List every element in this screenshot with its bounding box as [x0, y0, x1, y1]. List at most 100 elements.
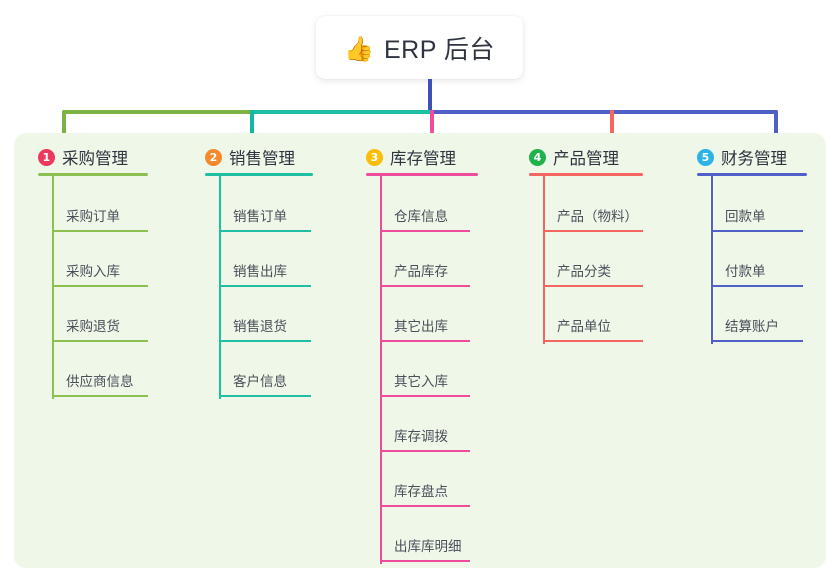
branch-spine-2 [219, 176, 221, 399]
branch-item-rule [380, 230, 470, 232]
branch-item-rule [711, 230, 803, 232]
branch-item-label: 销售订单 [233, 209, 287, 224]
bus-elbow-left [62, 110, 66, 146]
branch-item-label: 结算账户 [725, 319, 779, 334]
bus-segment-1 [62, 110, 252, 114]
branch-item-label: 采购入库 [66, 264, 120, 279]
branch-title-3: 库存管理 [390, 150, 456, 168]
branch-rule-2 [205, 173, 313, 176]
branch-item-label: 仓库信息 [394, 209, 448, 224]
branch-item[interactable]: 结算账户 [711, 308, 803, 342]
branch-rule-1 [38, 173, 148, 176]
branch-item[interactable]: 产品单位 [543, 308, 643, 342]
branch-spine-1 [52, 176, 54, 399]
branch-header-1[interactable]: 1 采购管理 [38, 145, 128, 169]
branch-item-rule [52, 395, 148, 397]
bus-segment-3 [430, 110, 778, 114]
bus-segment-2 [250, 110, 432, 114]
branch-item[interactable]: 其它出库 [380, 308, 470, 342]
branch-item-label: 销售出库 [233, 264, 287, 279]
branch-item-label: 客户信息 [233, 374, 287, 389]
branch-item[interactable]: 其它入库 [380, 363, 470, 397]
branch-item[interactable]: 供应商信息 [52, 363, 148, 397]
branch-item-label: 其它出库 [394, 319, 448, 334]
branch-item-label: 库存盘点 [394, 484, 448, 499]
branch-title-5: 财务管理 [721, 150, 787, 168]
root-stem-connector [428, 79, 432, 110]
branch-item-label: 供应商信息 [66, 374, 134, 389]
branch-item[interactable]: 回款单 [711, 198, 803, 232]
branch-item[interactable]: 库存盘点 [380, 473, 470, 507]
branch-item[interactable]: 产品分类 [543, 253, 643, 287]
branch-spine-5 [711, 176, 713, 344]
branch-title-4: 产品管理 [553, 150, 619, 168]
branch-header-2[interactable]: 2 销售管理 [205, 145, 295, 169]
branch-badge-3: 3 [366, 148, 383, 166]
branch-item-rule [543, 285, 643, 287]
branch-item[interactable]: 采购订单 [52, 198, 148, 232]
branch-drop-3 [430, 110, 434, 146]
branch-badge-1: 1 [38, 148, 55, 166]
bus-elbow-right [774, 110, 778, 146]
branch-item-label: 产品单位 [557, 319, 611, 334]
branch-item-label: 其它入库 [394, 374, 448, 389]
branch-badge-5: 5 [697, 148, 714, 166]
branch-item[interactable]: 仓库信息 [380, 198, 470, 232]
branch-item[interactable]: 客户信息 [219, 363, 311, 397]
branch-rule-5 [697, 173, 807, 176]
branch-item-rule [52, 340, 148, 342]
branch-item-rule [219, 230, 311, 232]
branch-header-5[interactable]: 5 财务管理 [697, 145, 787, 169]
branch-item-rule [380, 450, 470, 452]
branch-item-label: 销售退货 [233, 319, 287, 334]
branch-badge-2: 2 [205, 148, 222, 166]
branch-item-rule [380, 505, 470, 507]
branch-item[interactable]: 付款单 [711, 253, 803, 287]
branch-item-rule [380, 285, 470, 287]
branch-item[interactable]: 出库库明细 [380, 528, 470, 562]
branch-item-rule [711, 285, 803, 287]
branch-item[interactable]: 采购退货 [52, 308, 148, 342]
branch-header-4[interactable]: 4 产品管理 [529, 145, 619, 169]
branch-item-rule [219, 340, 311, 342]
branch-item[interactable]: 销售订单 [219, 198, 311, 232]
branch-item[interactable]: 销售退货 [219, 308, 311, 342]
branch-title-1: 采购管理 [62, 150, 128, 168]
branch-item-rule [52, 230, 148, 232]
branch-item-label: 采购退货 [66, 319, 120, 334]
branch-item-rule [219, 285, 311, 287]
branch-spine-3 [380, 176, 382, 564]
branch-item-rule [380, 560, 470, 562]
branch-badge-4: 4 [529, 148, 546, 166]
root-node[interactable]: 👍 ERP 后台 [316, 16, 523, 79]
branch-drop-4 [610, 110, 614, 146]
branch-item-label: 出库库明细 [394, 539, 462, 554]
branch-item-rule [52, 285, 148, 287]
branch-item[interactable]: 库存调拨 [380, 418, 470, 452]
branch-item[interactable]: 销售出库 [219, 253, 311, 287]
branch-header-3[interactable]: 3 库存管理 [366, 145, 456, 169]
branch-title-2: 销售管理 [229, 150, 295, 168]
branch-item-label: 回款单 [725, 209, 766, 224]
branch-item[interactable]: 产品库存 [380, 253, 470, 287]
thumbs-up-icon: 👍 [344, 34, 374, 63]
branch-connectors [0, 0, 839, 160]
branch-item-label: 产品库存 [394, 264, 448, 279]
branch-item[interactable]: 产品（物料） [543, 198, 643, 232]
branch-item-label: 产品（物料） [557, 209, 638, 224]
branch-item-rule [711, 340, 803, 342]
branches-panel [14, 133, 826, 568]
branch-item-label: 付款单 [725, 264, 766, 279]
branch-item-rule [380, 395, 470, 397]
branch-drop-2 [250, 110, 254, 146]
branch-item[interactable]: 采购入库 [52, 253, 148, 287]
branch-item-rule [219, 395, 311, 397]
branch-spine-4 [543, 176, 545, 344]
branch-item-label: 产品分类 [557, 264, 611, 279]
root-node-title: ERP 后台 [383, 35, 495, 64]
branch-item-rule [543, 340, 643, 342]
branch-item-label: 库存调拨 [394, 429, 448, 444]
branch-item-label: 采购订单 [66, 209, 120, 224]
branch-item-rule [380, 340, 470, 342]
